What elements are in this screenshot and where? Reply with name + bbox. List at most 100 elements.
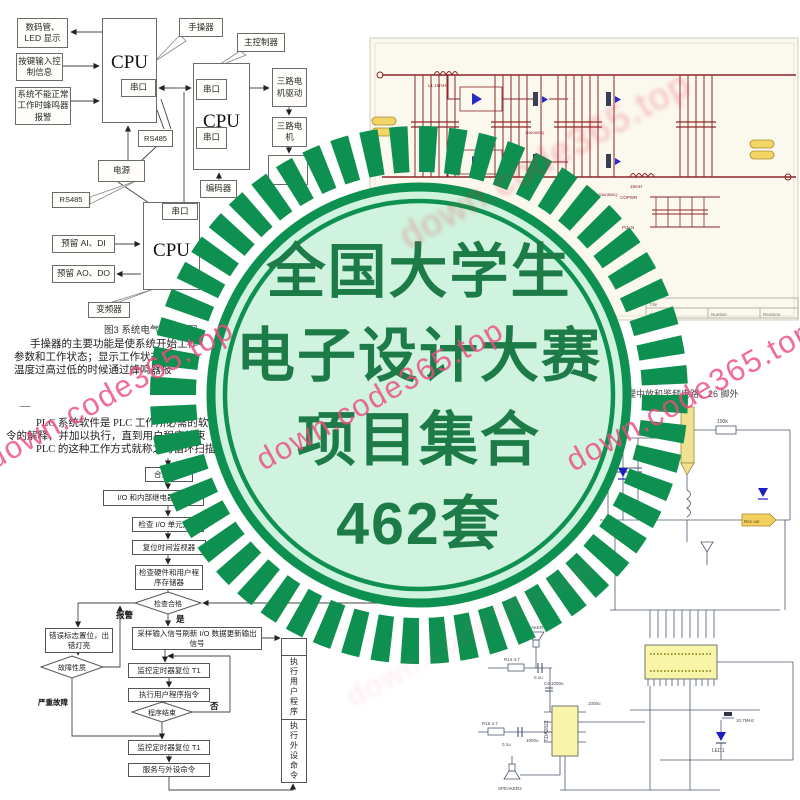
resistor-100k — [715, 425, 737, 435]
rs485-box-2: RS485 — [52, 192, 90, 208]
tb-number: Number — [711, 312, 728, 317]
radio-caption: 处理中放和鉴频电路，26 脚外 — [618, 388, 739, 399]
figure-caption: 图3 系统电气结构框图 — [104, 325, 198, 336]
c-big-label2: 1000u — [588, 701, 601, 706]
mosfet-label: 2N60800Q — [525, 130, 544, 135]
cpu2-label: CPU — [203, 111, 240, 132]
serial-label: 串口 — [171, 205, 189, 216]
cpu2-serial-top: 串口 — [196, 79, 227, 100]
fc-step-serve: 服务与外设命令 — [128, 763, 210, 777]
fc-label: 执行用户程序指令 — [139, 690, 199, 700]
mosfet-label2: 2N60800Q — [598, 192, 617, 197]
fc-step-watchdog1: 监控定时器复位 T1 — [128, 663, 210, 678]
paragraph-line: 参数和工作状态；显示工作状态； — [14, 352, 172, 363]
badge-line-2: 电子设计大赛 — [235, 323, 603, 389]
cpu3-serial-box: 串口 — [162, 203, 198, 220]
power-box: 电源 — [98, 160, 145, 182]
alarm-label: 系统不能正常工作时蜂鸣器报警 — [17, 89, 69, 122]
pgln-label: PGLN — [622, 225, 634, 230]
speaker2-label: SPEAKER2 — [498, 786, 522, 791]
copwr-label: COPWR — [620, 195, 638, 200]
encoder-label: 编码器 — [205, 183, 232, 194]
power-circuit-lines — [376, 71, 796, 228]
decision-end-label: 程序结束 — [148, 708, 176, 717]
severe-fault-label: 严重故障 — [37, 697, 68, 707]
out-net-label-text: Rec out — [744, 519, 760, 524]
cpu2-box: 串口 CPU 串口 — [193, 63, 250, 170]
motor-drive-label: 三路电机驱动 — [276, 76, 303, 98]
led-symbol — [716, 732, 726, 741]
serial-label: 串口 — [202, 83, 220, 94]
fc-label: 错误标志置位，出错灯亮 — [49, 631, 109, 650]
motor-box: 三路电机 — [272, 117, 307, 147]
alarm-branch-label: 报警 — [116, 610, 134, 620]
flowchart-lines: 检查合格 故障性质 程序结束 报警 是 否 严重故障 — [37, 458, 425, 791]
main-controller-label: 主控制器 — [243, 36, 278, 47]
resistor-r14 — [507, 663, 525, 672]
fc-col-exec-ext: 执行外设命令 — [282, 720, 306, 783]
no-label: 否 — [209, 701, 219, 711]
decision-fault-label: 故障性质 — [58, 663, 86, 672]
rs485-label: RS485 — [144, 133, 167, 143]
serial-label: 串口 — [202, 132, 220, 143]
r-top-label: 100k — [717, 419, 728, 425]
badge-inner-fill — [207, 183, 631, 607]
cpu1-serial-box: 串口 — [121, 79, 156, 97]
fc-label: 监控定时器复位 T1 — [137, 665, 201, 675]
serial-label: 串口 — [129, 82, 147, 93]
cpu3-label: CPU — [153, 240, 190, 261]
fc-step-sample: 采样输入信号刷新 I/O 数据更新输出信号 — [132, 627, 262, 650]
main-ic — [644, 644, 718, 680]
fc-col-top-cell — [282, 639, 306, 656]
badge-outer-ring — [206, 182, 632, 608]
decision-fault-diamond — [39, 655, 105, 679]
transistor-symbol — [724, 712, 732, 716]
paragraph-line: 令的解释，并加以执行，直到用户程序结束 — [6, 431, 206, 442]
fc-label: 检查硬件和用户程序存储器 — [139, 568, 199, 587]
r14-label: R14 4.7 — [504, 657, 520, 662]
fc-exec-column: 执行用户程序 执行外设命令 — [281, 638, 307, 783]
tb-revision: Revision — [763, 312, 781, 317]
fc-label: 采样输入信号刷新 I/O 数据更新输出信号 — [137, 629, 257, 648]
r15-label: R15 4.7 — [482, 721, 498, 726]
led-label: LED1 — [712, 748, 725, 754]
paragraph-line: 温度过高过低的时候通过蜂鸣器报 — [14, 365, 172, 376]
badge-line-1: 全国大学生 — [266, 239, 572, 305]
fc-label: 服务与外设命令 — [142, 765, 196, 775]
fc-step-error: 错误标志置位，出错灯亮 — [45, 628, 113, 653]
decision-check-diamond — [133, 591, 203, 615]
reserved-ai-label: 预留 AI、DI — [61, 238, 106, 249]
rs485-box-1: RS485 — [138, 130, 173, 147]
cpu1-box: CPU 串口 — [102, 18, 157, 123]
inverter-box: 变频器 — [88, 302, 130, 318]
inductor-label: L1 15mH — [428, 83, 446, 88]
reserved-ai-box: 预留 AI、DI — [52, 235, 115, 253]
fc-step-check-hw: 检查硬件和用户程序存储器 — [135, 565, 203, 590]
fc-col-label: 执行外设命令 — [289, 720, 299, 781]
key-input-label: 按键输入控制信息 — [18, 55, 61, 77]
hand-controller-label: 手操器 — [188, 21, 214, 32]
audio-amp-label: TDA2822 — [544, 720, 550, 741]
decision-end-diamond — [130, 701, 194, 723]
fc-col-exec-user: 执行用户程序 — [282, 656, 306, 720]
inverter-label: 变频器 — [96, 304, 122, 315]
paragraph-line: PLC 的这种工作方式就称之为循环扫描 — [36, 444, 216, 455]
badge-line-3: 项目集合 — [296, 407, 542, 473]
c-small-label: 0.1u — [534, 675, 543, 680]
badge-line-4: 462套 — [336, 491, 502, 557]
cpu3-box: 串口 CPU — [143, 202, 200, 290]
motor-drive-box: 三路电机驱动 — [272, 68, 307, 107]
paragraph-line: 手操器的主要功能是使系统开始工作 — [30, 339, 198, 350]
decision-check-label: 检查合格 — [154, 599, 182, 608]
speaker1-label: SPEAKER — [522, 625, 544, 630]
led-display-box: 数码管、LED 显示 — [17, 18, 68, 48]
freq-label: 10.7MHz — [736, 718, 755, 723]
power-label: 电源 — [112, 165, 130, 176]
fc-step-watchdog2: 监控定时器复位 T1 — [128, 740, 210, 755]
paragraph-line: PLC 系统软件是 PLC 工作所必需的软件 — [36, 418, 219, 429]
cpu2-serial-bottom: 串口 — [196, 127, 227, 149]
cpu1-label: CPU — [111, 52, 148, 73]
fc-step-exec: 执行用户程序指令 — [128, 688, 210, 702]
fc-label: 监控定时器复位 T1 — [137, 742, 201, 752]
